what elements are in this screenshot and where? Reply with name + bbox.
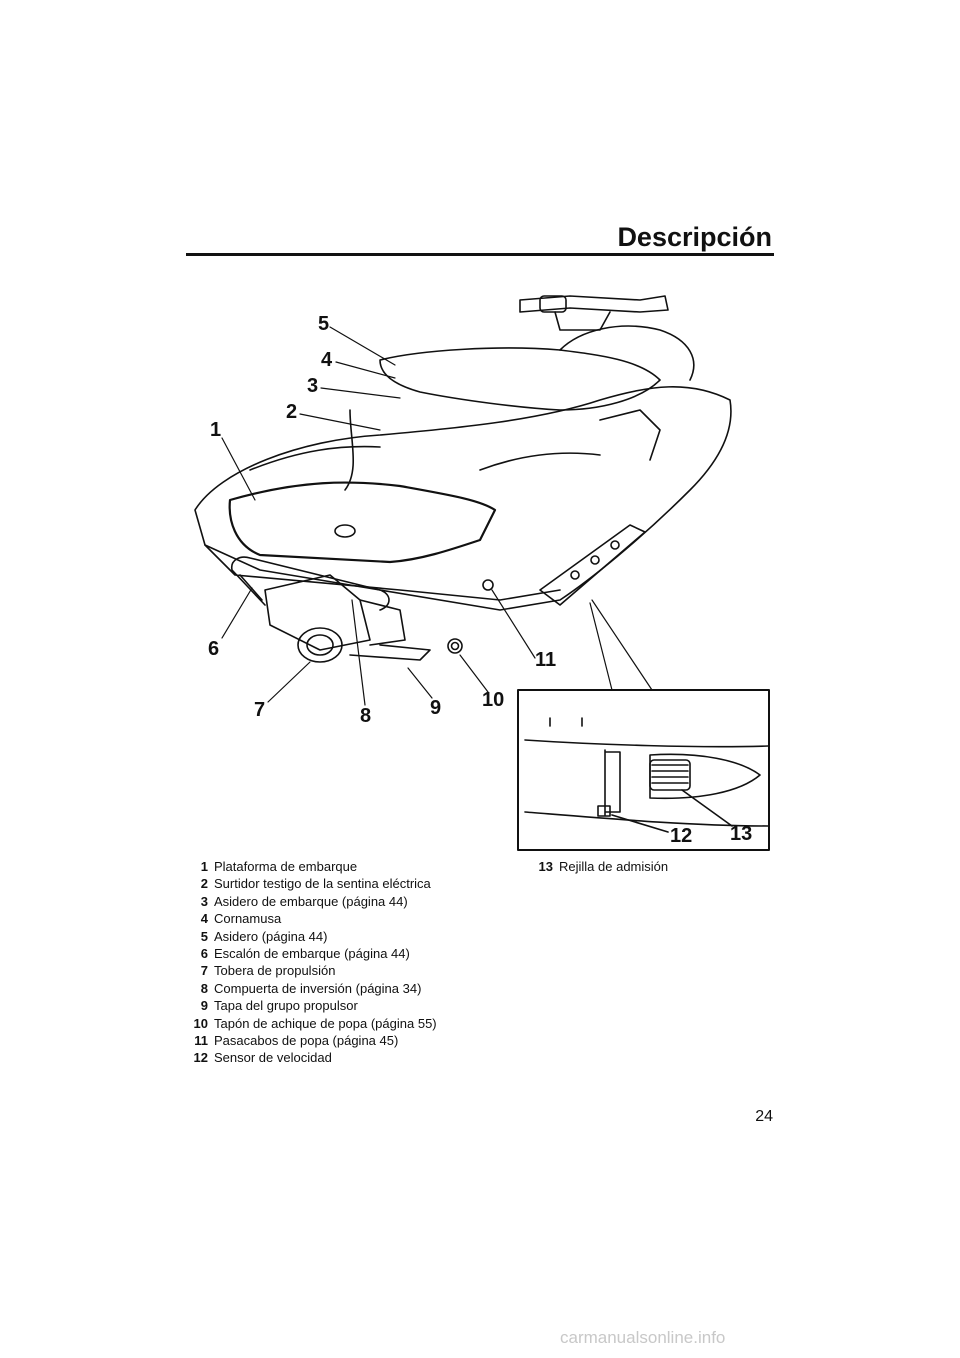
legend-list-right: 13 Rejilla de admisión: [505, 858, 669, 875]
callout-13: 13: [730, 823, 752, 845]
legend-item: 5 Asidero (página 44): [160, 928, 437, 945]
legend-item: 2 Surtidor testigo de la sentina eléctric…: [160, 875, 437, 892]
title-rule: [186, 253, 774, 256]
watermark: carmanualsonline.info: [560, 1328, 726, 1347]
legend-item: 13 Rejilla de admisión: [505, 858, 669, 875]
handlebar-drawing: [519, 295, 669, 331]
callout-12: 12: [670, 825, 692, 847]
legend-number: 13: [538, 859, 553, 874]
legend-text: Escalón de embarque (página 44): [214, 946, 410, 962]
callout-11: 11: [535, 649, 556, 671]
legend-number: 12: [193, 1050, 208, 1066]
watercraft-illustration: 5 4 3 2 1 6 7 8 9 10 11 12 13: [194, 295, 770, 851]
callout-10: 10: [482, 689, 504, 711]
legend-item: 8 Compuerta de inversión (página 34): [160, 980, 437, 997]
callout-8: 8: [360, 705, 371, 727]
legend-text: Tapón de achique de popa (página 55): [214, 1015, 437, 1031]
legend-number: 8: [200, 980, 208, 996]
legend-list: 1 Plataforma de embarque 2 Surtidor testig…: [160, 858, 437, 1067]
legend-text: Plataforma de embarque: [214, 859, 358, 874]
legend-item: 11 Pasacabos de popa (página 45): [160, 1032, 437, 1049]
legend-number: 3: [200, 893, 208, 909]
legend-number: 5: [200, 928, 208, 944]
legend-item: 7 Tobera de propulsión: [160, 962, 437, 979]
legend-text: Pasacabos de popa (página 45): [214, 1033, 399, 1049]
jet-nozzle-drawing: [264, 574, 431, 663]
callout-3: 3: [307, 375, 318, 397]
callout-7: 7: [254, 699, 265, 721]
legend-item: 3 Asidero de embarque (página 44): [160, 893, 437, 910]
legend-number: 6: [200, 946, 208, 962]
callout-6: 6: [208, 638, 219, 660]
legend-text: Tapa del grupo propulsor: [214, 998, 358, 1014]
side-intake-drawing: [539, 524, 646, 606]
legend-number: 2: [200, 876, 208, 892]
legend-item: 6 Escalón de embarque (página 44): [160, 945, 437, 962]
legend-number: 9: [200, 998, 208, 1014]
legend-text: Rejilla de admisión: [559, 859, 669, 874]
page-title: Descripción: [617, 222, 772, 252]
legend-text: Asidero de embarque (página 44): [214, 893, 408, 909]
legend-text: Sensor de velocidad: [214, 1050, 332, 1066]
callout-1: 1: [210, 419, 221, 441]
legend-number: 1: [200, 859, 208, 874]
callout-9: 9: [430, 697, 441, 719]
callout-4: 4: [321, 349, 333, 371]
legend-item: 1 Plataforma de embarque: [160, 858, 437, 875]
legend-number: 10: [193, 1015, 208, 1031]
legend-text: Cornamusa: [214, 911, 282, 927]
legend-number: 11: [194, 1033, 208, 1049]
legend-item: 10 Tapón de achique de popa (página 55): [160, 1015, 437, 1032]
inset-detail: [517, 689, 770, 851]
callout-2: 2: [286, 401, 297, 423]
legend-number: 4: [200, 911, 208, 927]
legend-item: 9 Tapa del grupo propulsor: [160, 997, 437, 1014]
legend-number: 7: [200, 963, 208, 979]
legend-item: 12 Sensor de velocidad: [160, 1049, 437, 1066]
callout-5: 5: [318, 313, 329, 335]
legend-text: Compuerta de inversión (página 34): [214, 980, 422, 996]
legend-text: Asidero (página 44): [214, 928, 328, 944]
boarding-step-drawing: [230, 556, 390, 611]
legend-text: Surtidor testigo de la sentina eléctrica: [214, 876, 431, 892]
legend-item: 4 Cornamusa: [160, 910, 437, 927]
seat-drawing: [344, 325, 695, 491]
legend-text: Tobera de propulsión: [214, 963, 336, 979]
page-number: 24: [755, 1108, 773, 1125]
